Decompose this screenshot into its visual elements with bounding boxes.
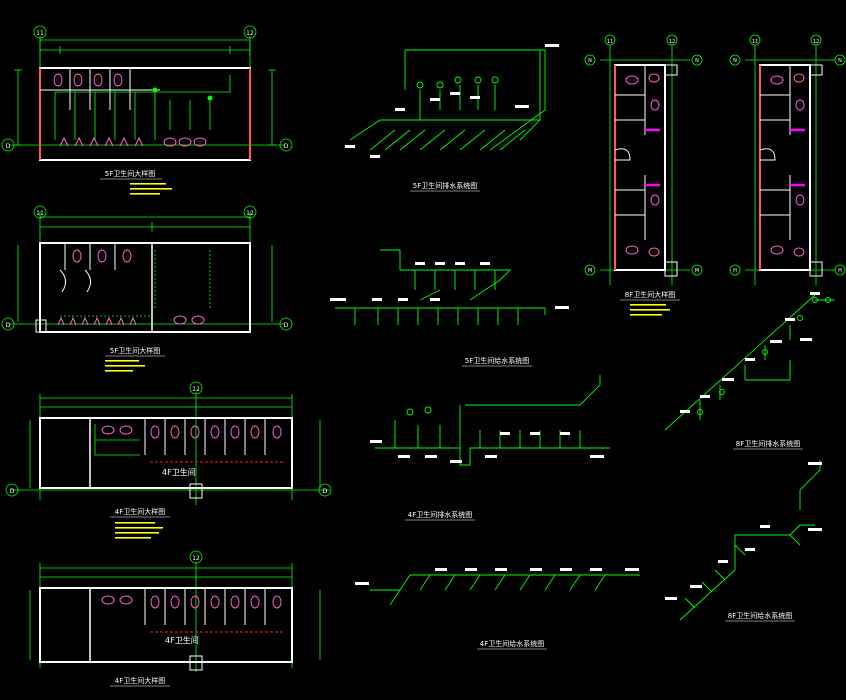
room-label-4f-b: 4F卫生间 [165,635,199,645]
plan-4f-b: 12 4F卫生间 4F卫生间大样图 [29,550,321,687]
supply-8f-system [679,460,821,621]
title-drain-4f: 4F卫生间排水系统图 [408,510,472,519]
grid-d-c-left: D [10,488,15,495]
title-plan-5f-b: 5F卫生间大样图 [110,346,160,355]
title-plan-4f-b: 4F卫生间大样图 [115,676,165,685]
grid-n-b-left: N [733,58,737,64]
title-drain-8f: 8F卫生间排水系统图 [736,439,800,448]
plan-5f-b: 11 12 D D 5F卫生间大样图 [1,205,293,372]
grid-8f-a-top1: 11 [607,39,613,45]
plan-8f-b: 11 12 N N H H [729,34,846,285]
title-supply-5f: 5F卫生间给水系统图 [465,356,529,365]
title-plan-4f-a: 4F卫生间大样图 [115,507,165,516]
grid-n-right: N [695,58,699,64]
title-supply-4f: 4F卫生间给水系统图 [480,639,544,648]
grid-d-left: D [6,143,11,150]
grid-8f-b-top1: 11 [752,39,758,45]
grid-12-b: 12 [246,210,254,217]
drain-5f-tags [345,44,559,158]
title-plan-5f-a: 5F卫生间大样图 [105,169,155,178]
grid-8f-a-top2: 12 [669,39,675,45]
grid-11-b: 11 [36,210,44,217]
grid-12-d: 12 [192,555,200,562]
plan-5f-a: 11 12 D D 5F卫生间大样图 [1,25,293,195]
grid-8f-b-top2: 12 [813,39,819,45]
grid-d-b-left: D [6,322,11,329]
grid-h-b-left: H [733,268,737,274]
note-block [130,183,172,195]
grid-m-left: M [588,268,592,274]
grid-n-b-right: N [838,58,842,64]
grid-11: 11 [36,30,44,37]
title-drain-5f: 5F卫生间排水系统图 [413,181,477,190]
grid-12: 12 [246,30,254,37]
grid-n-left: N [588,58,592,64]
supply-5f-system [335,249,546,325]
plan-4f-a: 12 D D 4F卫生间 4F卫生间大样图 [5,381,332,539]
drain-4f-system [375,375,610,466]
grid-h-b-right: H [838,268,842,274]
grid-d-b-right: D [284,322,289,329]
supply-4f-system [370,574,640,606]
room-label-4f-a: 4F卫生间 [162,467,196,477]
grid-m-right: M [695,268,699,274]
title-plan-8f: 8F卫生间大样图 [625,290,675,299]
drain-8f-system [664,294,835,431]
plan-8f-a: 11 12 N N M M 8F卫生间大样图 [584,34,703,316]
title-supply-8f: 8F卫生间给水系统图 [728,611,792,620]
grid-d-c-right: D [323,488,328,495]
grid-d-right: D [284,143,289,150]
grid-12-c: 12 [192,386,200,393]
